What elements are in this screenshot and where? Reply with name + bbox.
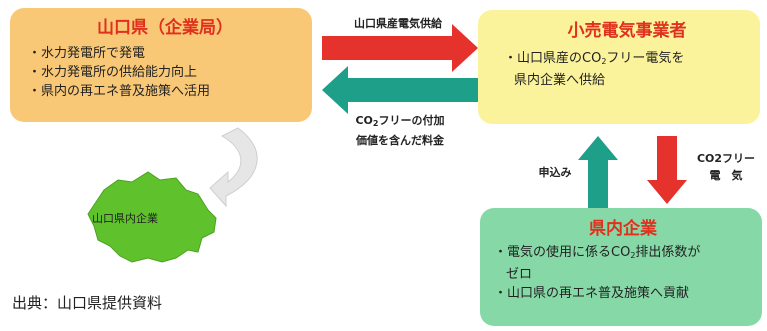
retailer-text: ・山口県産のCO [504, 51, 602, 66]
prefecture-item: ・水力発電所で発電 [28, 46, 146, 61]
retailer-item: ・山口県産のCO2フリー電気を [504, 49, 750, 71]
supply-arrow [322, 24, 478, 72]
fee-label-line2: 価値を含んだ料金 [356, 134, 444, 147]
fee-label-line1: CO2フリーの付加 [330, 112, 470, 132]
retailer-item: 県内企業へ供給 [514, 73, 606, 88]
source-caption: 出典：山口県提供資料 [12, 294, 163, 312]
apply-label: 申込み [538, 166, 572, 179]
prefecture-title: 山口県（企業局） [97, 18, 233, 38]
retailer-text: フリー電気を [606, 51, 685, 66]
flow-curve-arrow [209, 127, 258, 208]
fee-label-text: フリーの付加 [378, 114, 445, 127]
prefecture-item: ・水力発電所の供給能力向上 [28, 65, 198, 80]
co2-free-label: CO2フリー 電 気 [688, 150, 764, 184]
apply-arrow [578, 136, 618, 208]
fee-label: CO2フリーの付加 価値を含んだ料金 [330, 112, 470, 149]
company-box: 県内企業 ・電気の使用に係るCO2排出係数が ゼロ ・山口県の再エネ普及施策へ貢… [480, 208, 762, 326]
company-text: 排出係数が [635, 245, 701, 260]
fee-label-subscript: 2 [372, 119, 379, 128]
company-subscript: 2 [630, 251, 636, 260]
company-item: ・山口県の再エネ普及施策へ貢献 [494, 286, 690, 301]
retailer-list: ・山口県産のCO2フリー電気を 県内企業へ供給 [504, 49, 750, 90]
prefecture-box: 山口県（企業局） ・水力発電所で発電 ・水力発電所の供給能力向上 ・県内の再エネ… [10, 8, 312, 122]
company-item: ・電気の使用に係るCO2排出係数が [494, 243, 752, 265]
company-title: 県内企業 [589, 219, 657, 239]
yamaguchi-map [87, 171, 217, 263]
fee-arrow [322, 66, 478, 114]
retailer-box: 小売電気事業者 ・山口県産のCO2フリー電気を 県内企業へ供給 [478, 10, 760, 124]
co2-free-line2: 電 気 [709, 169, 743, 182]
retailer-subscript: 2 [601, 57, 607, 66]
company-list: ・電気の使用に係るCO2排出係数が ゼロ ・山口県の再エネ普及施策へ貢献 [494, 243, 752, 303]
retailer-title: 小売電気事業者 [567, 21, 687, 41]
co2-free-line1: CO2フリー [696, 152, 756, 165]
map-label: 山口県内企業 [92, 212, 158, 225]
co2-free-arrow [647, 136, 687, 204]
prefecture-list: ・水力発電所で発電 ・水力発電所の供給能力向上 ・県内の再エネ普及施策へ活用 [28, 44, 302, 101]
prefecture-item: ・県内の再エネ普及施策へ活用 [28, 84, 211, 99]
fee-label-text: CO [355, 114, 373, 127]
supply-label: 山口県産電気供給 [354, 17, 442, 30]
company-item: ゼロ [506, 267, 533, 282]
company-text: ・電気の使用に係るCO [494, 245, 631, 260]
